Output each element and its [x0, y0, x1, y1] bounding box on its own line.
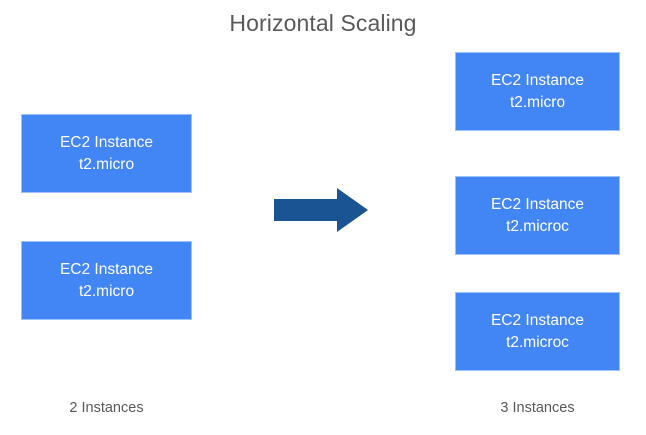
instance-title: EC2 Instance — [490, 71, 585, 89]
left-group-caption: 2 Instances — [69, 400, 144, 416]
right-group-caption: 3 Instances — [500, 400, 575, 416]
instance-box-right-2[interactable]: EC2 Instance t2.microc — [455, 176, 620, 255]
instance-box-right-3[interactable]: EC2 Instance t2.microc — [455, 292, 620, 371]
diagram-title: Horizontal Scaling — [229, 10, 417, 36]
instance-type: t2.micro — [78, 282, 135, 300]
instance-type: t2.micro — [509, 93, 566, 111]
right-arrow-icon — [274, 188, 368, 232]
instance-type: t2.micro — [78, 155, 135, 173]
instance-type: t2.microc — [506, 217, 569, 235]
instance-type: t2.microc — [506, 333, 569, 351]
instance-title: EC2 Instance — [59, 260, 154, 278]
instance-title: EC2 Instance — [490, 195, 585, 213]
instance-title: EC2 Instance — [59, 133, 154, 151]
instance-box-left-1[interactable]: EC2 Instance t2.micro — [21, 114, 192, 193]
instance-title: EC2 Instance — [490, 311, 585, 329]
instance-box-right-1[interactable]: EC2 Instance t2.micro — [455, 52, 620, 131]
instance-box-left-2[interactable]: EC2 Instance t2.micro — [21, 241, 192, 320]
